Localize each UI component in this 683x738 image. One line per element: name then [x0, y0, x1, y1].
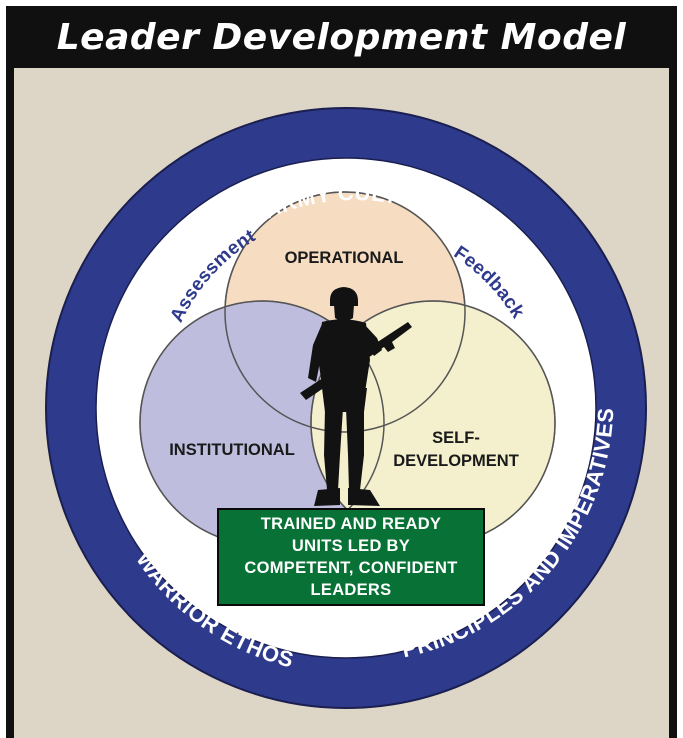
operational-label: OPERATIONAL	[285, 249, 404, 267]
page-title: Leader Development Model	[56, 16, 627, 58]
soldier-silhouette-icon	[300, 287, 412, 506]
institutional-label: INSTITUTIONAL	[169, 441, 295, 459]
self-development-label-line2: DEVELOPMENT	[393, 452, 519, 470]
goal-box: TRAINED AND READY UNITS LED BY COMPETENT…	[217, 508, 485, 606]
goal-text: TRAINED AND READY UNITS LED BY COMPETENT…	[244, 515, 458, 599]
title-bar: Leader Development Model	[6, 6, 677, 68]
self-development-label-line1: SELF-	[432, 429, 480, 447]
